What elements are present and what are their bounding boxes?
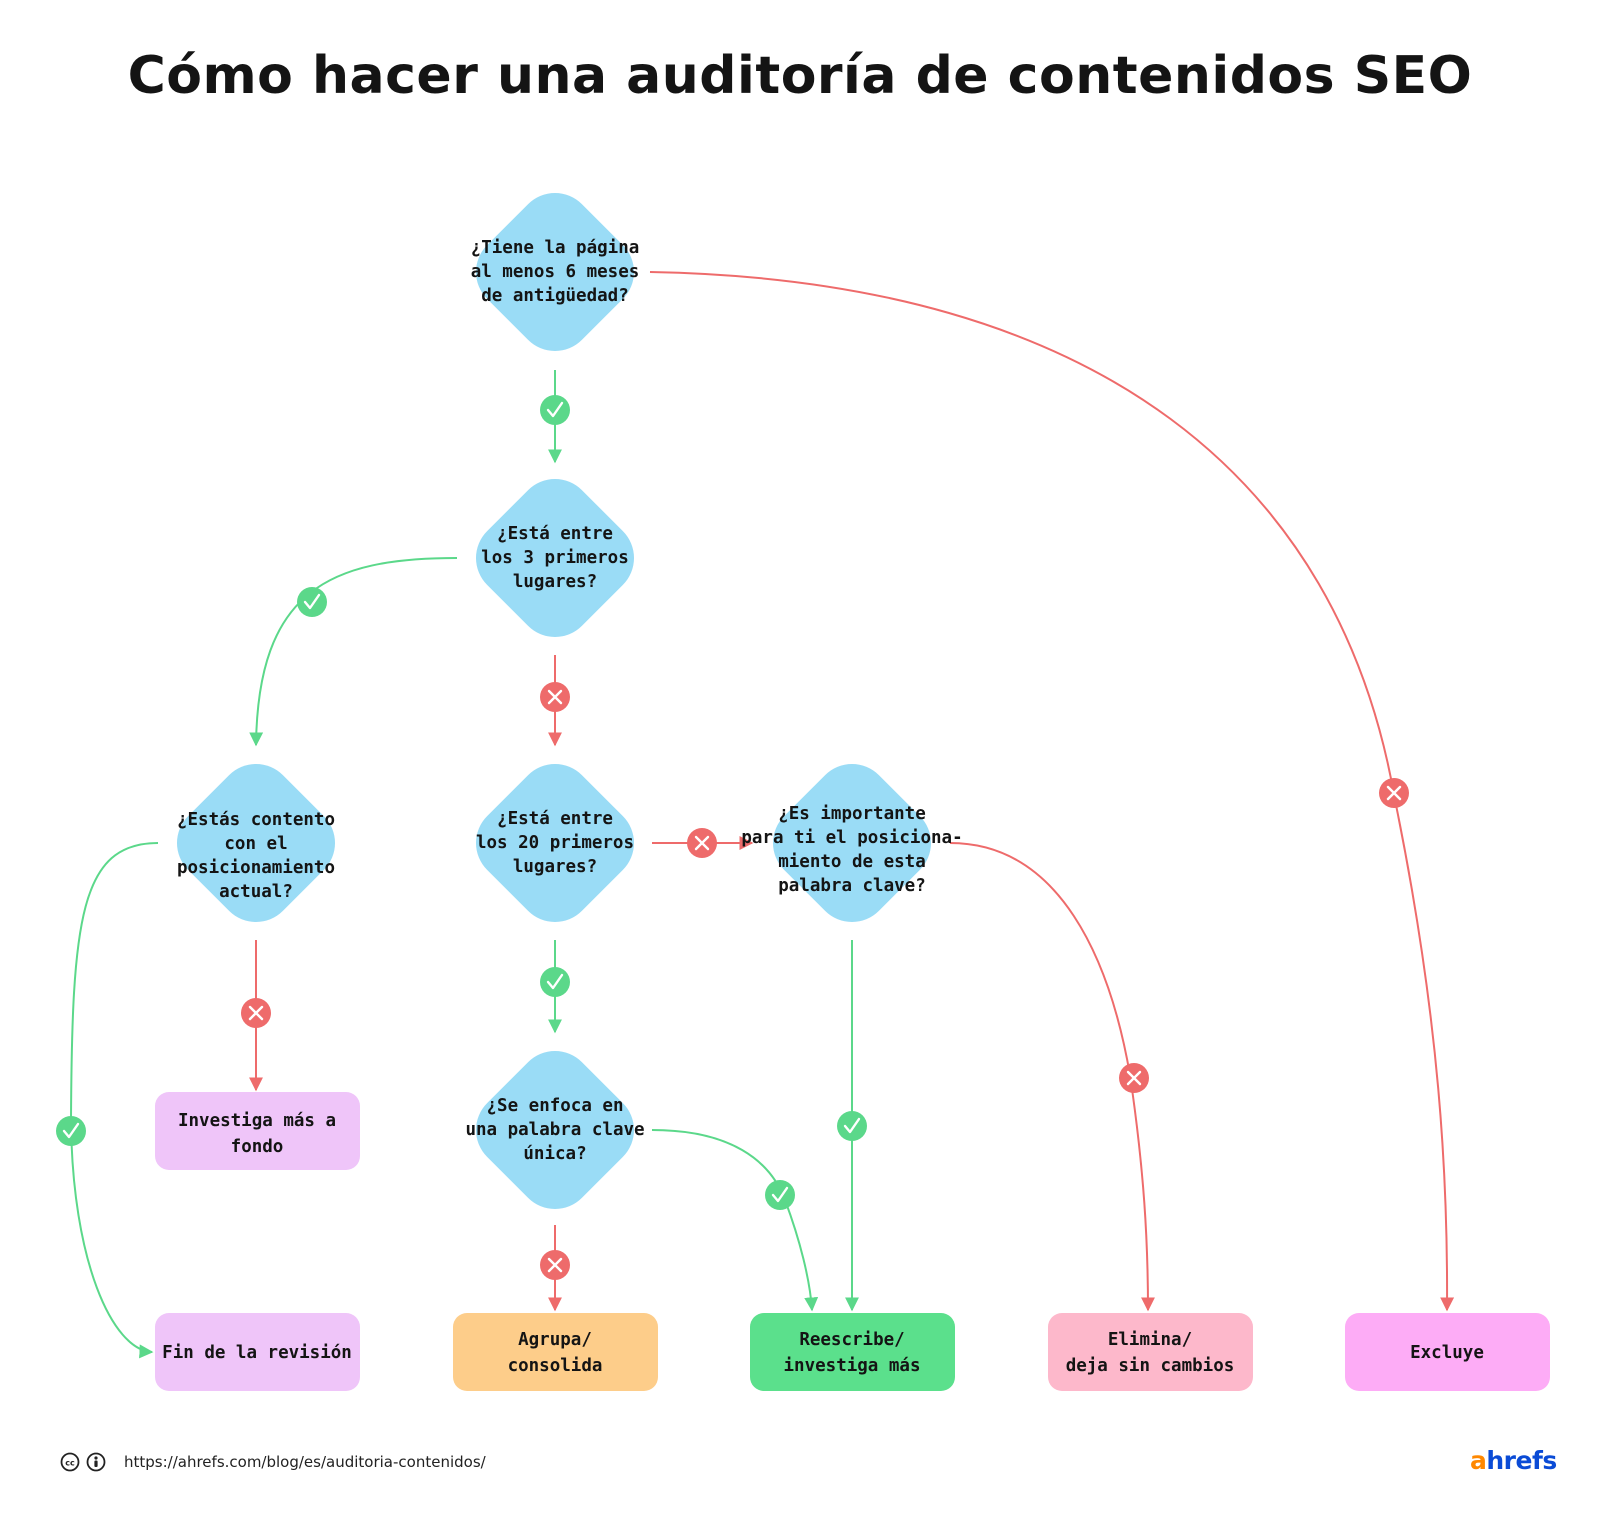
svg-text:Elimina/deja sin cambios: Elimina/deja sin cambios [1066,1330,1235,1376]
decision-text-line: al menos 6 meses [471,262,640,282]
diagram-title: Cómo hacer una auditoría de contenidos S… [127,46,1473,106]
outcome-box-fin: Fin de la revisión [155,1313,360,1391]
footer: cc https://ahrefs.com/blog/es/auditoria-… [60,1452,486,1472]
flowchart: ¿Tiene la página al menos 6 meses de antig… [56,192,1550,1391]
decision-text-line: ¿Está entre [497,524,613,544]
outcome-text-line: Fin de la revisión [162,1343,352,1363]
outcome-text-line: Agrupa/ [518,1330,592,1350]
svg-text:Agrupa/consolida: Agrupa/consolida [508,1330,603,1376]
no-cross-icon [1119,1063,1149,1093]
decision-node-keyword-importance: ¿Es importante para ti el posiciona-mient… [741,763,963,923]
decision-text-line: una palabra clave [465,1120,644,1140]
outcome-text-line: consolida [508,1356,603,1376]
outcome-box-investiga: Investiga más a fondo [155,1092,360,1170]
source-url[interactable]: https://ahrefs.com/blog/es/auditoria-con… [124,1453,486,1471]
no-cross-icon [1379,778,1409,808]
decision-node-satisfied: ¿Estás contento con el posicionamiento actu… [177,763,335,923]
edge-d2-yes-d3 [249,557,458,747]
no-cross-icon [540,1250,570,1280]
edge-d3-yes-fin [69,842,159,1359]
outcome-text-line: Excluye [1410,1343,1484,1363]
decision-text-line: ¿Se enfoca en [487,1096,624,1116]
svg-text:Excluye: Excluye [1410,1343,1484,1363]
decision-text-line: actual? [219,882,293,902]
decision-text-line: única? [523,1144,586,1164]
edge-d5-no-elimina [949,842,1155,1312]
decision-text-line: posicionamiento [177,858,335,878]
no-cross-icon [687,828,717,858]
outcome-box-excluye: Excluye [1345,1313,1550,1391]
decision-text-line: ¿Estás contento [177,810,335,830]
yes-check-icon [540,395,570,425]
decision-node-page-age: ¿Tiene la página al menos 6 meses de antig… [471,192,640,352]
edge-d1-no-excluye [649,271,1455,1312]
decision-text-line: ¿Es importante [778,804,926,824]
decision-text-line: ¿Tiene la página [471,238,640,258]
decision-text-line: palabra clave? [778,876,926,896]
svg-text:cc: cc [65,1459,75,1468]
ahrefs-logo: ahrefs [1470,1446,1557,1475]
decision-text-line: para ti el posiciona- [741,828,962,848]
outcome-box-elimina: Elimina/deja sin cambios [1048,1313,1253,1391]
outcome-text-line: Investiga más a [178,1111,336,1131]
attribution-icon [86,1452,106,1472]
decision-text-line: con el [224,834,287,854]
yes-check-icon [765,1180,795,1210]
yes-check-icon [837,1111,867,1141]
decision-node-top20: ¿Está entre los 20 primeros lugares? [476,763,634,923]
outcome-box-reescribe: Reescribe/investiga más [750,1313,955,1391]
edge-d6-yes-reescribe [651,1129,819,1312]
yes-check-icon [540,967,570,997]
decision-text-line: miento de esta [778,852,926,872]
outcome-text-line: fondo [231,1137,284,1157]
outcome-text-line: Reescribe/ [799,1330,904,1350]
yes-check-icon [297,587,327,617]
cc-icon: cc [60,1452,80,1472]
outcome-box-agrupa: Agrupa/consolida [453,1313,658,1391]
decision-text-line: los 20 primeros [476,833,634,853]
decision-text-line: lugares? [513,572,597,592]
outcome-text-line: deja sin cambios [1066,1356,1235,1376]
decision-text-line: los 3 primeros [481,548,629,568]
svg-text:Reescribe/investiga más: Reescribe/investiga más [784,1330,921,1376]
decision-node-single-keyword: ¿Se enfoca en una palabra clave única? [465,1050,645,1210]
decision-text-line: ¿Está entre [497,809,613,829]
no-cross-icon [241,998,271,1028]
outcome-text-line: Elimina/ [1108,1330,1192,1350]
decision-text-line: lugares? [513,857,597,877]
decision-node-top3: ¿Está entre los 3 primeros lugares? [475,478,635,638]
decision-text-line: de antigüedad? [481,286,629,306]
outcome-text-line: investiga más [784,1356,921,1376]
no-cross-icon [540,682,570,712]
logo-letter-a: a [1470,1446,1487,1475]
logo-letters-rest: hrefs [1486,1446,1557,1475]
yes-check-icon [56,1116,86,1146]
svg-text:Fin de la revisión: Fin de la revisión [162,1343,352,1363]
